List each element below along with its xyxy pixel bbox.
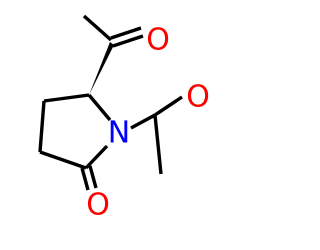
atom-label-nitrogen: N [108,116,130,151]
bond-lactam-double-b [88,165,98,189]
molecule-structure: N O O O [38,14,210,223]
bond-carbonyl-double-top-a [110,26,142,40]
atom-label-oxygen-top: O [146,23,170,58]
bond-ring-c5-c4 [43,93,90,103]
bond-acetyl-n-double-b [157,95,183,115]
bond-carbonyl-double-top-b [112,34,144,48]
wedge-bond-stereocenter [89,42,114,95]
bond-ring-c4-c3 [38,100,46,153]
bond-ring-c3-c2 [39,150,87,170]
bond-ring-n-c5 [87,93,112,122]
bond-methyl-to-carbonyl-top [82,14,113,42]
bond-lactam-double-a [80,167,90,191]
bond-ring-c2-n [84,144,109,170]
bond-acetyl-carbon-to-methyl [153,114,163,175]
atom-label-oxygen-n-acetyl: O [186,80,210,115]
atom-label-oxygen-lactam: O [86,188,110,223]
bond-n-to-acetyl-carbon [130,113,156,130]
